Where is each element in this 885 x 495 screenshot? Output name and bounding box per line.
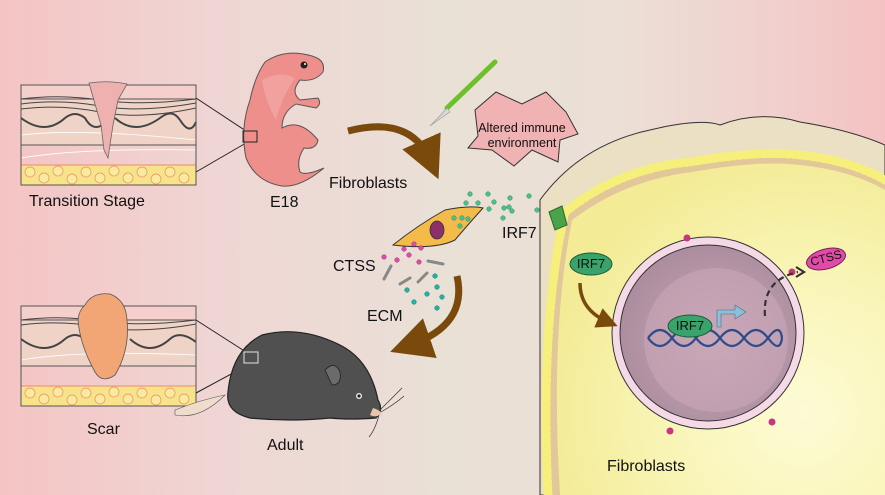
label-irf7-outside: IRF7 — [502, 225, 537, 242]
irf7-dna-text: IRF7 — [675, 318, 705, 333]
label-ctss: CTSS — [333, 258, 376, 275]
ecm-particles — [404, 273, 445, 311]
irf7-cytoplasm-text: IRF7 — [576, 256, 606, 271]
nucleus — [611, 234, 805, 435]
label-altered-immune-environment: Altered immune environment — [472, 121, 572, 151]
label-adult: Adult — [267, 437, 304, 454]
label-fibroblasts-top: Fibroblasts — [329, 175, 408, 192]
zoom-line — [195, 142, 247, 173]
membrane-receptor — [548, 205, 568, 231]
zoom-box — [242, 130, 258, 143]
skin-panel-scar — [20, 293, 197, 407]
adult-mouse-illustration — [174, 331, 405, 438]
transcription-start-arrow — [716, 304, 747, 328]
ecm-fibers — [382, 259, 445, 286]
label-scar: Scar — [87, 421, 120, 438]
zoom-line — [195, 97, 247, 132]
zoom-line — [195, 319, 247, 353]
label-fibroblasts-cell: Fibroblasts — [607, 458, 686, 475]
dna-helix — [647, 328, 784, 348]
irf7-particles — [451, 191, 550, 229]
label-ecm: ECM — [367, 308, 403, 325]
ctss-particles — [381, 241, 424, 265]
secretion-dashed-arrow — [763, 270, 799, 317]
label-e18: E18 — [270, 194, 299, 211]
immune-environment-burst — [467, 91, 579, 167]
plasma-membrane — [560, 149, 885, 217]
scalpel-icon — [429, 59, 498, 127]
label-transition-stage: Transition Stage — [29, 193, 145, 210]
fibroblast-cell — [391, 206, 484, 248]
ctss-protein-secreted — [806, 247, 846, 271]
immune-line-2: environment — [487, 136, 557, 150]
zoom-box — [243, 351, 259, 364]
arrow-fibroblasts-to-adult — [390, 275, 463, 358]
irf7-protein-cytoplasm — [569, 252, 613, 276]
skin-panel-transition — [20, 81, 197, 186]
irf7-protein-dna — [667, 314, 713, 338]
embryo-mouse-illustration — [242, 52, 325, 187]
arrow-irf7-to-nucleus — [578, 282, 618, 328]
immune-line-1: Altered immune — [478, 121, 566, 135]
arrow-embryo-to-fibroblasts — [347, 123, 441, 180]
